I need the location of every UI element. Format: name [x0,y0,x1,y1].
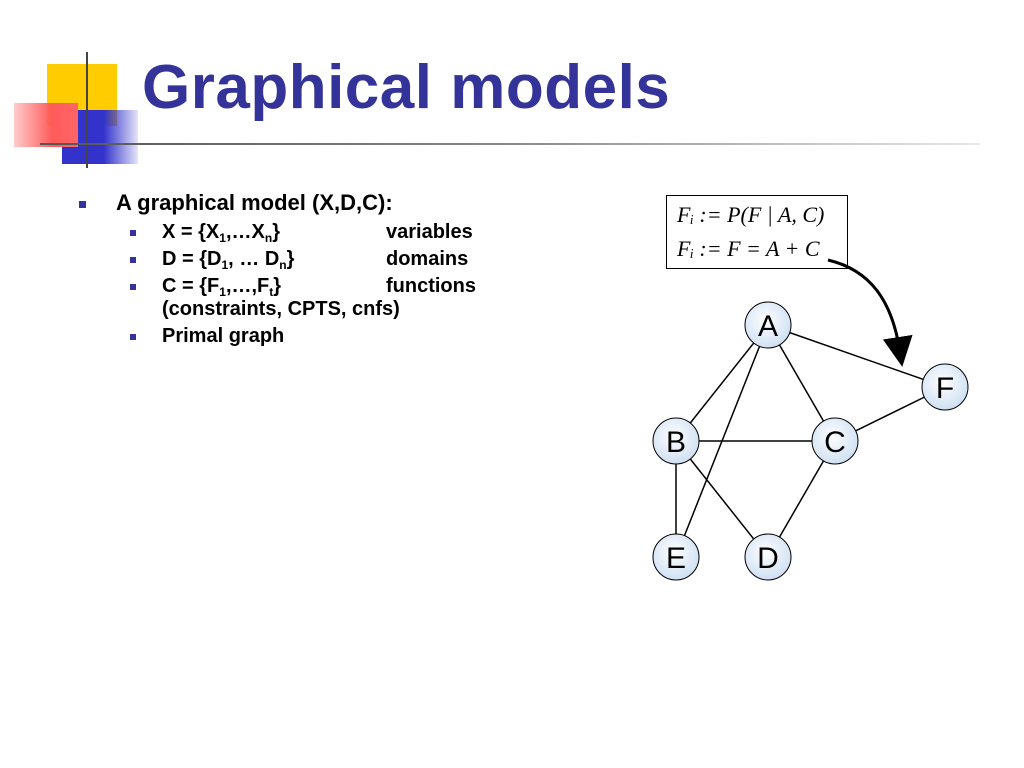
deco-vertical-line [86,52,88,168]
bullet-variables-key: X = {X1,…Xn} [162,221,280,245]
node-f-label: F [936,372,954,405]
edge-a-b [675,324,769,442]
bullet-domains-key: D = {D1, … Dn} [162,248,295,272]
bullet-functions-desc: functions [386,275,476,297]
bullet-marker [130,257,136,263]
node-c-label: C [824,426,846,459]
bullet-functions-continuation: (constraints, CPTS, cnfs) [162,298,400,320]
node-e-label: E [666,542,686,575]
bullet-functions-key: C = {F1,…,Ft} [162,275,282,299]
bullet-marker [79,201,86,208]
node-d-label: D [757,542,779,575]
formula-cpt: Fᵢ := P(F | A, C) [677,202,825,227]
bullet-marker [130,230,136,236]
deco-red-square [14,103,78,147]
graph-nodes: A F B C E D [652,301,969,581]
node-c: C [811,417,859,465]
bullet-domains-desc: domains [386,248,469,270]
bullet-variables-desc: variables [386,221,473,243]
formula-box: Fᵢ := P(F | A, C) Fᵢ := F = A + C [666,195,848,269]
node-e: E [652,533,700,581]
bullet-marker [130,284,136,290]
title-divider [40,143,980,145]
node-a: A [744,301,792,349]
formula-arrow [827,258,913,367]
slide-title: Graphical models [142,53,671,122]
bullet-marker [130,334,136,340]
bullet-main: A graphical model (X,D,C): [116,190,393,215]
node-b-label: B [666,426,686,459]
graph-edges [675,324,946,558]
bullet-primal-graph: Primal graph [162,325,285,347]
node-d: D [744,533,792,581]
edge-a-f [767,324,946,388]
node-b: B [652,417,700,465]
edge-b-d [675,440,769,558]
node-f: F [921,363,969,411]
formula-sum: Fᵢ := F = A + C [677,236,820,261]
node-a-label: A [758,310,778,343]
